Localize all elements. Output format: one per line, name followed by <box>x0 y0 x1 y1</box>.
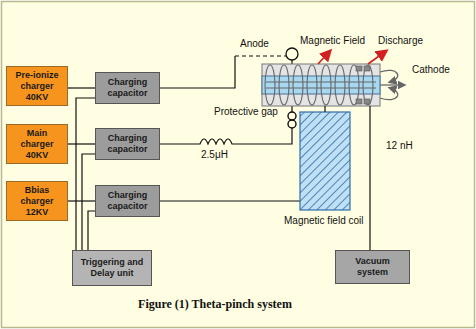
wire-connector <box>82 154 95 250</box>
value-label: 2.5μH <box>201 149 228 161</box>
box-text: Charging capacitor <box>100 190 155 212</box>
vacuum-box: Vacuum system <box>335 250 410 284</box>
capacitor-box: Charging capacitor <box>95 185 160 217</box>
wire-connector <box>88 211 95 250</box>
figure-caption: Figure (1) Theta-pinch system <box>138 297 292 312</box>
charger-box: Bbias charger 12KV <box>6 181 68 221</box>
box-text: Pre-ionize charger 40KV <box>11 70 63 102</box>
charger-box: Main charger 40KV <box>6 124 68 164</box>
part-label: Discharge <box>378 35 423 47</box>
value-label: 12 nH <box>386 140 413 152</box>
part-label: Anode <box>240 38 269 50</box>
trigger-box: Triggering and Delay unit <box>72 250 152 286</box>
capacitor-box: Charging capacitor <box>95 128 160 160</box>
wire-connector <box>68 87 95 88</box>
box-text: Bbias charger 12KV <box>11 185 63 217</box>
charger-box: Pre-ionize charger 40KV <box>6 66 68 106</box>
part-label: Magnetic field coil <box>284 215 363 227</box>
part-label: Magnetic Field <box>300 35 365 47</box>
box-text: Charging capacitor <box>100 133 155 155</box>
part-label: Protective gap <box>214 106 278 118</box>
box-text: Main charger 40KV <box>11 128 63 160</box>
wire-connector <box>68 143 95 144</box>
box-text: Charging capacitor <box>100 77 155 99</box>
capacitor-box: Charging capacitor <box>95 72 160 104</box>
part-label: Cathode <box>412 64 450 76</box>
box-text: Triggering and Delay unit <box>77 257 147 279</box>
box-text: Vacuum system <box>340 256 405 278</box>
wire-connector <box>76 98 95 250</box>
